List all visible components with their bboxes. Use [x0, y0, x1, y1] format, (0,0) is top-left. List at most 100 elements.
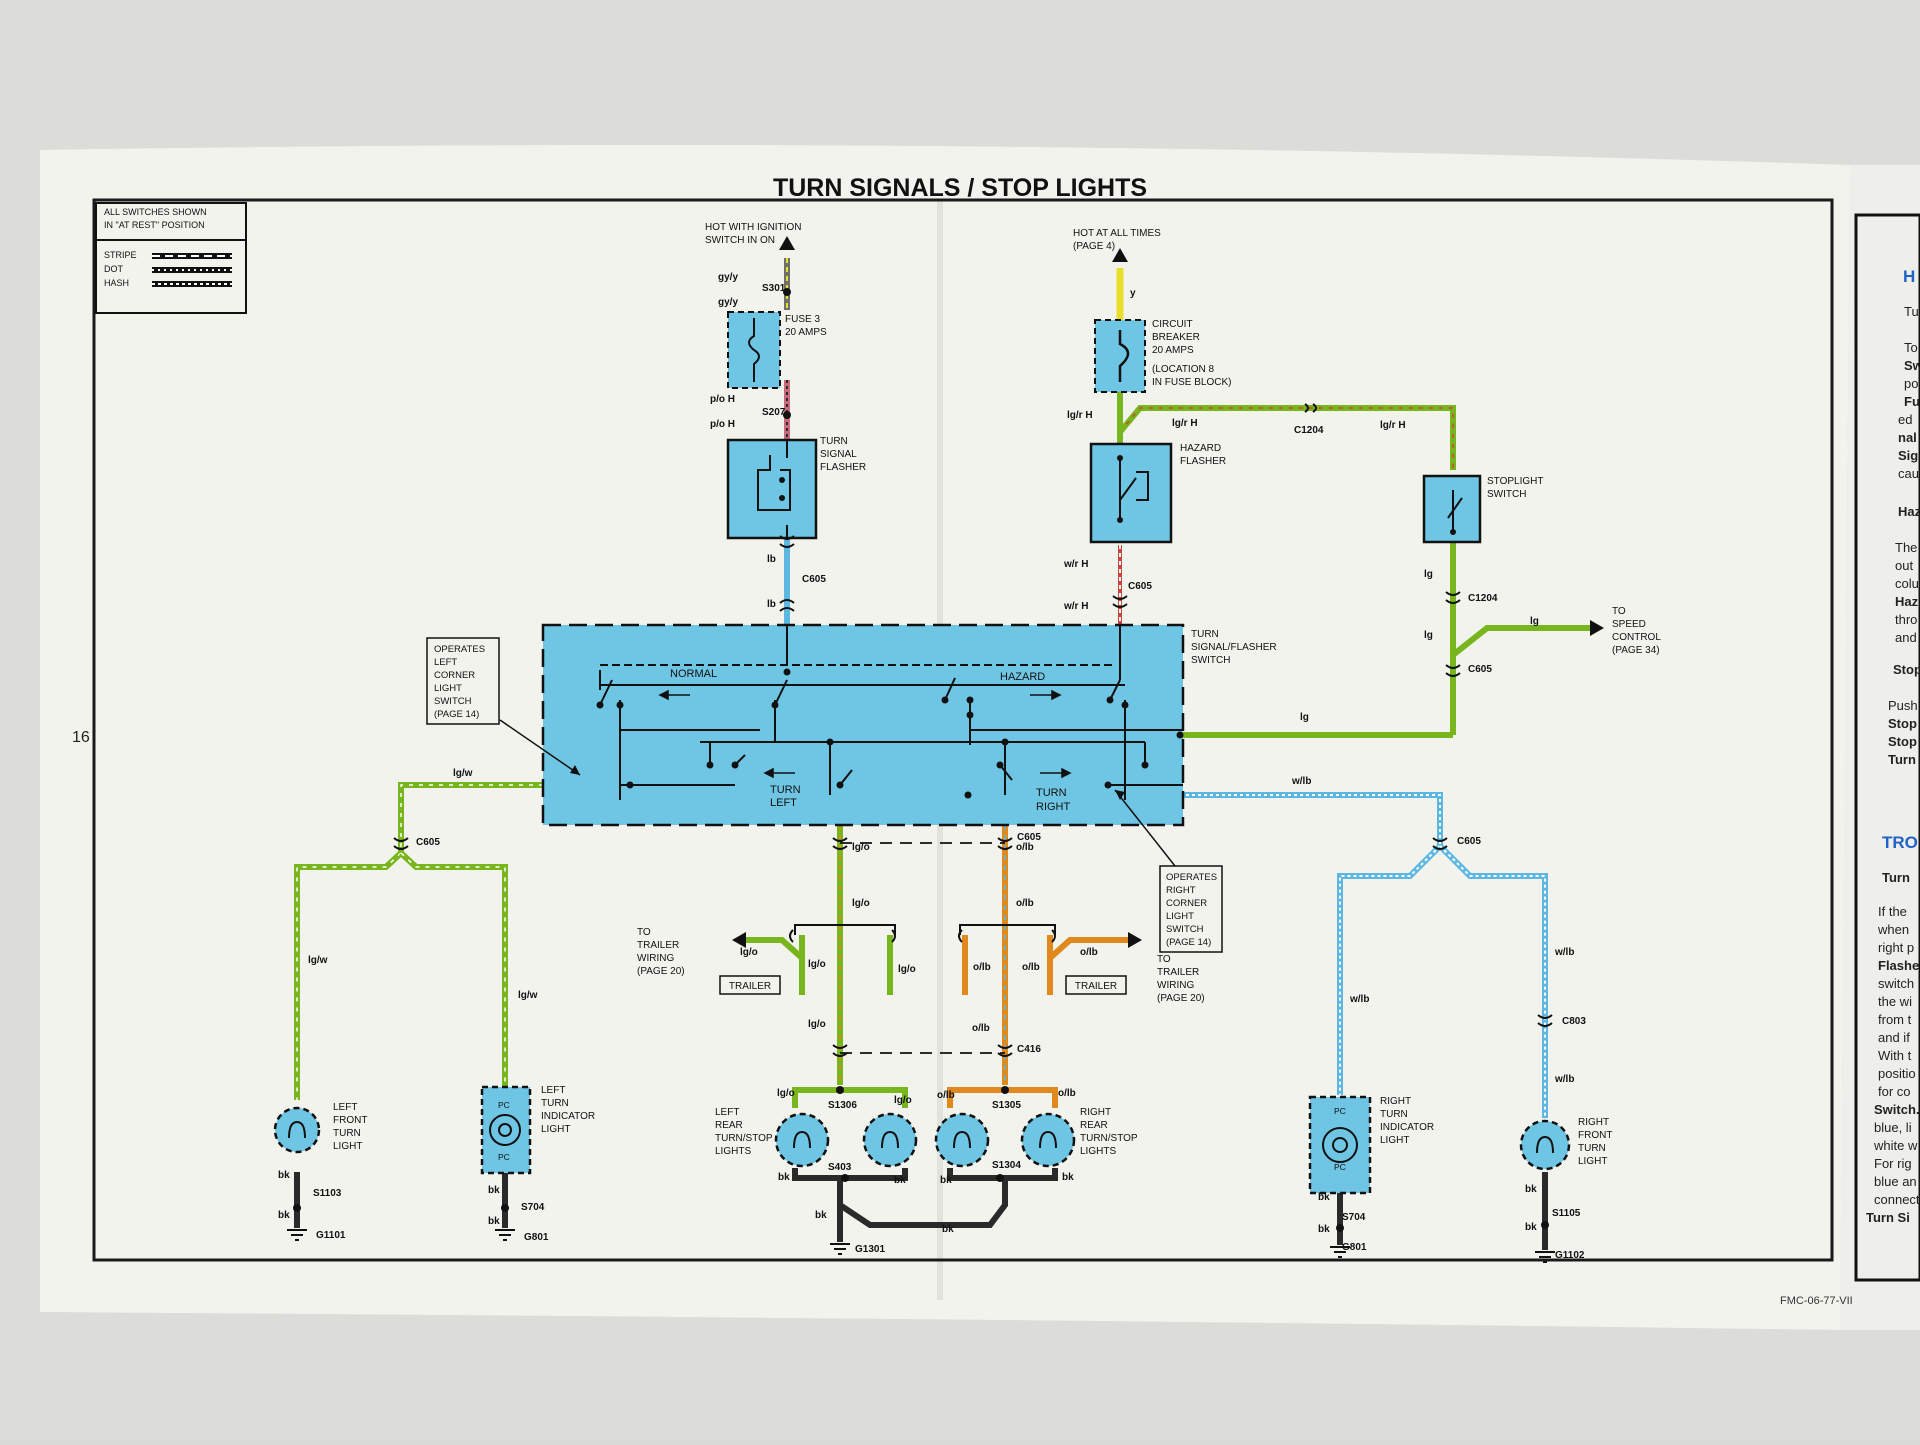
turn-signal-flasher-switch	[541, 623, 1185, 827]
right-indicator-label: TURN	[1380, 1109, 1408, 1120]
side-text: and	[1895, 630, 1917, 645]
main-switch-label: TURN	[1191, 629, 1219, 640]
callout-text: (PAGE 14)	[1166, 937, 1211, 948]
connector-label: S301	[762, 283, 786, 294]
side-text: thro	[1895, 612, 1917, 627]
right-rear-turn-stop-lights-icon	[934, 1112, 1076, 1168]
left-front-turn-light-icon	[273, 1106, 321, 1154]
wire-label: bk	[488, 1216, 500, 1227]
wire-label: lg	[1424, 569, 1433, 580]
speed-control-arrow-icon	[1590, 620, 1604, 636]
side-text: Sw	[1904, 358, 1920, 373]
turn-left-label: TURN	[770, 784, 801, 796]
ground-label: G801	[524, 1232, 549, 1243]
wire-label: bk	[488, 1185, 500, 1196]
right-front-light-label: FRONT	[1578, 1130, 1612, 1141]
wire-label: bk	[1525, 1222, 1537, 1233]
breaker-label: IN FUSE BLOCK)	[1152, 377, 1231, 388]
right-indicator-label: LIGHT	[1380, 1135, 1409, 1146]
stoplight-switch-label: STOPLIGHT	[1487, 476, 1544, 487]
ground-label: G1102	[1555, 1250, 1585, 1261]
stoplight-wires	[1180, 540, 1590, 738]
pc-label: PC	[498, 1152, 510, 1162]
wire-label: lg/o	[852, 842, 870, 853]
side-text: Haz	[1898, 504, 1920, 519]
battery-arrow-icon	[1112, 248, 1128, 262]
line-pattern-legend: ALL SWITCHES SHOWN IN "AT REST" POSITION…	[95, 202, 247, 314]
wire-label: o/lb	[1058, 1088, 1076, 1099]
turn-flasher-label: FLASHER	[820, 462, 866, 473]
left-front-light-label: LIGHT	[333, 1141, 362, 1152]
left-trailer-box-label: TRAILER	[729, 981, 771, 992]
callout-text: OPERATES	[434, 644, 485, 655]
wire-label: o/lb	[1080, 947, 1098, 958]
wire-label: lg/w	[518, 990, 538, 1001]
wire-label: w/r H	[1063, 559, 1088, 570]
right-front-turn-light-icon	[1519, 1119, 1571, 1171]
turn-right-label: RIGHT	[1036, 801, 1071, 813]
fuse-label: FUSE 3	[785, 314, 820, 325]
side-text: Turn	[1888, 752, 1916, 767]
connector-label: C1204	[1294, 425, 1324, 436]
left-rear-label: TURN/STOP	[715, 1133, 773, 1144]
wire-label: lg/w	[308, 955, 328, 966]
callout-text: OPERATES	[1166, 872, 1217, 883]
ground-label: G1301	[855, 1244, 885, 1255]
page-number: 16	[72, 729, 90, 746]
left-corner-callout	[426, 637, 581, 776]
callout-text: LIGHT	[1166, 911, 1194, 922]
main-switch-label: SIGNAL/FLASHER	[1191, 642, 1277, 653]
wire-label: lg/o	[898, 964, 916, 975]
left-turn-indicator-light-icon	[480, 1085, 532, 1175]
side-text: Turn	[1882, 870, 1910, 885]
side-text: and if	[1878, 1030, 1910, 1045]
right-indicator-label: INDICATOR	[1380, 1122, 1434, 1133]
left-trailer-label: WIRING	[637, 953, 674, 964]
side-text: Switch.	[1874, 1102, 1920, 1117]
callout-text: LEFT	[434, 657, 457, 668]
battery-feed-wires	[1116, 268, 1456, 625]
wire-label: lg/r H	[1067, 410, 1093, 421]
right-turn-indicator-light-icon	[1308, 1095, 1372, 1195]
wire-label: w/lb	[1554, 1074, 1574, 1085]
side-text: the wi	[1878, 994, 1912, 1009]
right-rear-label: RIGHT	[1080, 1107, 1111, 1118]
stoplight-switch	[1422, 474, 1482, 544]
splice-label: S403	[828, 1162, 852, 1173]
side-text: po	[1904, 376, 1918, 391]
ground-symbol-icons	[287, 1229, 1555, 1263]
ignition-source-label: HOT WITH IGNITION	[705, 222, 801, 233]
splice-label: S704	[1342, 1212, 1366, 1223]
trailer-switches	[789, 924, 1056, 943]
callout-text: (PAGE 14)	[434, 709, 479, 720]
wire-label: bk	[278, 1210, 290, 1221]
side-page	[1840, 165, 1920, 1330]
side-text: For rig	[1874, 1156, 1912, 1171]
right-trailer-label: WIRING	[1157, 980, 1194, 991]
connector-label: C803	[1562, 1016, 1586, 1027]
side-page-text: H Tu To Sw po Fu ed nal Sig cau Haz The …	[1866, 267, 1920, 1225]
callout-text: CORNER	[434, 670, 475, 681]
right-trailer-label: TO	[1157, 954, 1171, 965]
wire-label: bk	[1318, 1192, 1330, 1203]
document-code: FMC-06-77-VII	[1780, 1295, 1853, 1307]
callout-text: LIGHT	[434, 683, 462, 694]
hazard-label: HAZARD	[1000, 671, 1045, 683]
connector-label: C605	[1457, 836, 1481, 847]
speed-control-label: SPEED	[1612, 619, 1646, 630]
side-text: blue, li	[1874, 1120, 1912, 1135]
left-rear-label: REAR	[715, 1120, 743, 1131]
wire-label: lg/o	[808, 959, 826, 970]
wire-label: lg	[1300, 712, 1309, 723]
connector-symbols	[393, 403, 1553, 1057]
pc-label: PC	[498, 1100, 510, 1110]
diagram-frame	[92, 198, 1834, 1262]
wire-label: bk	[940, 1175, 952, 1186]
page-title: TURN SIGNALS / STOP LIGHTS	[773, 174, 1147, 202]
wire-label: w/r H	[1063, 601, 1088, 612]
left-indicator-label: INDICATOR	[541, 1111, 595, 1122]
callout-text: SWITCH	[1166, 924, 1204, 935]
left-trailer-box	[719, 975, 781, 995]
